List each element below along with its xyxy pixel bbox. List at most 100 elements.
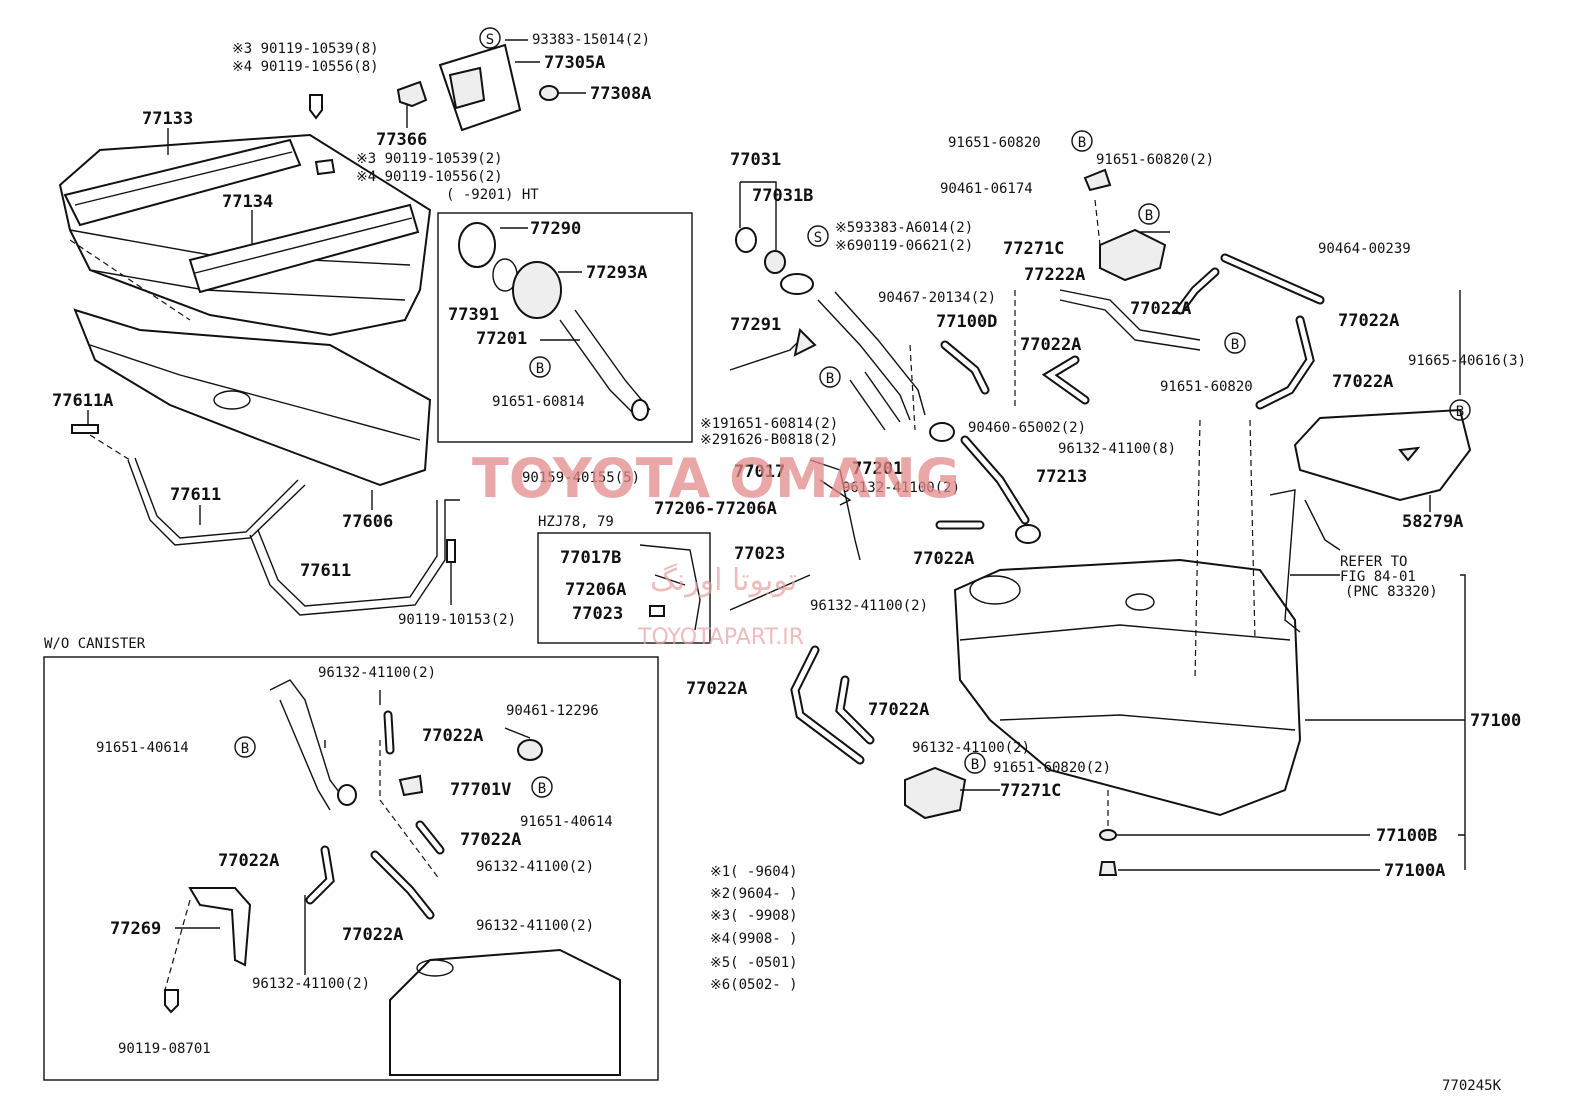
leader-refer-bracket bbox=[1458, 574, 1466, 870]
svg-text:B: B bbox=[536, 361, 544, 377]
badge-s-2: S bbox=[807, 225, 829, 247]
badge-b-4: B bbox=[1138, 203, 1160, 225]
label-96132-41100-b: 96132-41100(2) bbox=[810, 598, 928, 614]
dash-9 bbox=[909, 344, 916, 431]
pipe-end bbox=[631, 399, 649, 421]
inset-ht-frame bbox=[437, 212, 693, 443]
dash-3 bbox=[1094, 199, 1101, 246]
labels-inset-ht: ( -9201) HT 77290 77293A 77391 77201 916… bbox=[446, 187, 647, 410]
dash-8 bbox=[164, 899, 191, 991]
label-77269: 77269 bbox=[110, 919, 161, 939]
band-77134 bbox=[188, 203, 420, 294]
label-77100A: 77100A bbox=[1384, 861, 1445, 881]
fuel-door-inner bbox=[448, 66, 486, 110]
footnote-3: ※3( -9908) bbox=[710, 908, 798, 924]
gasket-77291 bbox=[780, 273, 814, 295]
clamp-90460 bbox=[929, 422, 955, 442]
canister-body-bottom bbox=[904, 766, 967, 820]
sender-gauge bbox=[1269, 489, 1301, 633]
fuel-tank-77100 bbox=[953, 558, 1302, 876]
label-77271C-top: 77271C bbox=[1003, 239, 1064, 259]
watermark-brand: TOYOTA OMANG bbox=[472, 447, 960, 510]
label-90460-65002: 90460-65002(2) bbox=[968, 420, 1086, 436]
labels-inset-hzj: HZJ78, 79 77017B 77206A 77023 bbox=[538, 514, 626, 624]
inset-pipe-end bbox=[337, 784, 357, 806]
label-77023: 77023 bbox=[734, 544, 785, 564]
arrow-in bbox=[729, 339, 801, 371]
vent-pipe-77023 bbox=[809, 459, 861, 561]
pipe-77222A-b bbox=[1059, 299, 1201, 351]
footnote-6: ※6(0502- ) bbox=[710, 977, 798, 993]
note-90119-10539-2: ※3 90119-10539(2) bbox=[356, 151, 503, 167]
label-77201-ht: 77201 bbox=[476, 329, 527, 349]
label-91651-40614-b: 91651-40614 bbox=[520, 814, 613, 830]
note-90119-06621: ※690119-06621(2) bbox=[835, 238, 973, 254]
inset-hose-d-inner bbox=[372, 852, 433, 918]
label-90159-40155: 90159-40155(5) bbox=[522, 470, 640, 486]
canister-77271C bbox=[904, 168, 1167, 820]
arrow-head-icon bbox=[793, 327, 817, 357]
label-77031: 77031 bbox=[730, 150, 781, 170]
badge-b-9: B bbox=[531, 776, 553, 798]
labels-middle: 77031 77031B ※593383-A6014(2) ※690119-06… bbox=[522, 150, 1111, 801]
band-77133-line bbox=[74, 151, 293, 206]
label-77100: 77100 bbox=[1470, 711, 1521, 731]
inset-hzj-parts bbox=[639, 544, 701, 631]
seal-77293A bbox=[512, 261, 562, 319]
inset-tank-port bbox=[416, 959, 454, 977]
label-77022A-cc: 77022A bbox=[218, 851, 279, 871]
top-hardware bbox=[309, 43, 559, 176]
tank-cover-assembly bbox=[58, 133, 432, 487]
label-77023-hzj: 77023 bbox=[572, 604, 623, 624]
note-91626-B0818: ※291626-B0818(2) bbox=[700, 432, 838, 448]
sender-cover-58279A bbox=[1269, 408, 1472, 633]
svg-text:B: B bbox=[1078, 135, 1086, 151]
dash-7 bbox=[379, 740, 441, 881]
clamp-90460-b bbox=[1015, 524, 1041, 544]
label-96132-41100-a: 96132-41100(2) bbox=[842, 480, 960, 496]
inset-leaders bbox=[324, 690, 531, 748]
inset-leaders-2 bbox=[175, 895, 306, 975]
label-90461-06174: 90461-06174 bbox=[940, 181, 1033, 197]
inset-ht-parts bbox=[458, 222, 651, 421]
label-77022A-cd: 77022A bbox=[342, 925, 403, 945]
protector-rib bbox=[89, 344, 421, 441]
footnote-1: ※1( -9604) bbox=[710, 864, 798, 880]
watermark-site: TOYOTAPART.IR bbox=[637, 625, 804, 650]
label-96132-41100-cb: 96132-41100(2) bbox=[476, 859, 594, 875]
tank-body bbox=[953, 558, 1302, 817]
pipe-77206A bbox=[654, 574, 686, 586]
inset-bracket-90461 bbox=[517, 739, 543, 761]
hose-77100D-inner bbox=[942, 342, 988, 393]
label-77133: 77133 bbox=[142, 109, 193, 129]
band-77133 bbox=[63, 138, 302, 227]
inset-bolt-90119-08701 bbox=[164, 989, 179, 1014]
cover-arrow-icon bbox=[1398, 446, 1421, 462]
bracket-77366-icon bbox=[396, 80, 428, 108]
inset-ht-title: ( -9201) HT bbox=[446, 187, 539, 203]
svg-text:B: B bbox=[1145, 208, 1153, 224]
label-77022A-r3: 77022A bbox=[1020, 335, 1081, 355]
badge-b-2: B bbox=[819, 366, 841, 388]
label-90464-00239: 90464-00239 bbox=[1318, 241, 1411, 257]
pipe-77017B bbox=[639, 544, 701, 631]
hose-77022A-mid-inner bbox=[1177, 269, 1218, 313]
gasket-77290 bbox=[458, 222, 496, 268]
band-77611-b-inner bbox=[257, 500, 438, 607]
badge-b-6: B bbox=[1449, 399, 1471, 421]
hose-77022A-c-inner bbox=[1045, 357, 1088, 403]
note-90119-10556-2: ※4 90119-10556(2) bbox=[356, 169, 503, 185]
stopper-77308A bbox=[539, 85, 559, 101]
label-77611-a: 77611 bbox=[170, 485, 221, 505]
tank-seam-2 bbox=[999, 714, 1296, 731]
label-58279A: 58279A bbox=[1402, 512, 1463, 532]
label-96132-41100-c: 96132-41100(2) bbox=[912, 740, 1030, 756]
inset-hose-a-inner bbox=[385, 712, 393, 753]
label-77022A-left-2: 77022A bbox=[868, 700, 929, 720]
label-96132-41100-cd: 96132-41100(2) bbox=[252, 976, 370, 992]
badge-b-1: B bbox=[529, 356, 551, 378]
badge-b-3: B bbox=[1071, 130, 1093, 152]
label-77366: 77366 bbox=[376, 130, 427, 150]
label-77291: 77291 bbox=[730, 315, 781, 335]
label-77022A-mid: 77022A bbox=[913, 549, 974, 569]
